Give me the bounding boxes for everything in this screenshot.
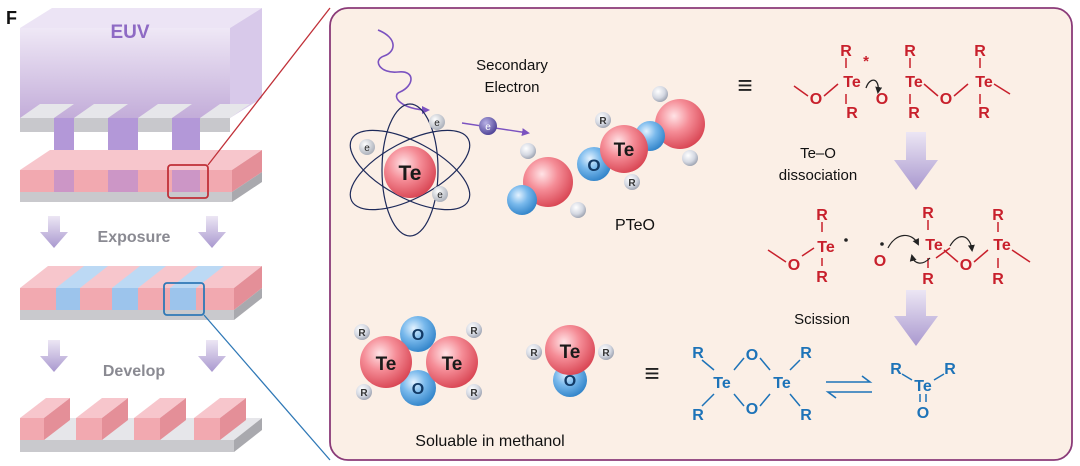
pteo-chain-structure: R * O Te R O R Te R O R Te R xyxy=(793,43,1011,122)
frag-te-3: Te xyxy=(993,237,1011,254)
chain-te-1: Te xyxy=(843,74,861,91)
euv-label: EUV xyxy=(110,22,149,43)
frag-r-3: R xyxy=(922,205,934,222)
electron-symbol-3: e xyxy=(437,190,443,201)
dimer-r-3: R xyxy=(470,326,478,337)
scission-label: Scission xyxy=(794,311,850,328)
frag-o-2: O xyxy=(874,253,886,270)
blue-monomer-te: Te xyxy=(914,378,932,395)
develop-label: Develop xyxy=(103,363,165,380)
chain-r-3: R xyxy=(904,43,916,60)
frag-r-5: R xyxy=(992,207,1004,224)
blue-dimer-r-2: R xyxy=(692,407,704,424)
secondary-electron-symbol: e xyxy=(485,122,491,133)
dimer-te-left: Te xyxy=(376,354,397,375)
blue-dimer-te-1: Te xyxy=(713,375,731,392)
dimer-o-top: O xyxy=(412,327,424,344)
pteo-r-bottom: R xyxy=(628,178,636,189)
frag-te-1: Te xyxy=(817,239,835,256)
chain-te-2: Te xyxy=(905,74,923,91)
blue-monomer-o: O xyxy=(917,405,929,422)
frag-o-3: O xyxy=(960,257,972,274)
dimer-r-4: R xyxy=(470,388,478,399)
electron-symbol-2: e xyxy=(364,143,370,154)
frag-r-2: R xyxy=(816,269,828,286)
blue-dimer-r-3: R xyxy=(800,345,812,362)
exposure-label: Exposure xyxy=(98,229,171,246)
equivalence-sign-1: ≡ xyxy=(737,70,752,100)
teo-monomer-model: O R R Te xyxy=(526,325,614,397)
atom-te-symbol: Te xyxy=(399,162,422,185)
secondary-electron-label-2: Electron xyxy=(484,79,539,96)
chain-te-3: Te xyxy=(975,74,993,91)
chain-r-5: R xyxy=(974,43,986,60)
dimer-te-right: Te xyxy=(442,354,463,375)
process-arrows-develop xyxy=(40,340,226,372)
blue-monomer-r-right: R xyxy=(944,361,956,378)
chain-r-1: R xyxy=(840,43,852,60)
monomer-te: Te xyxy=(560,342,581,363)
equivalence-sign-2: ≡ xyxy=(644,358,659,388)
chain-r-4: R xyxy=(908,105,920,122)
process-arrows-exposure xyxy=(40,216,226,248)
chain-o-2: O xyxy=(876,91,888,108)
euv-exposure-schematic: EUV xyxy=(20,8,262,202)
dimer-r-2: R xyxy=(360,388,368,399)
solubility-label: Soluable in methanol xyxy=(415,433,564,450)
frag-te-2: Te xyxy=(925,237,943,254)
radical-mark: * xyxy=(863,53,869,70)
exposed-resist-slab xyxy=(20,266,262,320)
zoom-box-exposed xyxy=(167,164,209,199)
monomer-o: O xyxy=(564,373,576,390)
radical-fragments: O R Te R O R Te R O R Te R xyxy=(767,205,1031,288)
secondary-electron xyxy=(479,117,497,135)
monomer-r-right: R xyxy=(602,348,610,359)
frag-r-1: R xyxy=(816,207,828,224)
dimer-o-bottom: O xyxy=(412,381,424,398)
electron-symbol-1: e xyxy=(434,118,440,129)
blue-dimer-o-2: O xyxy=(746,401,758,418)
pteo-oxygen-symbol: O xyxy=(587,156,600,175)
mechanism-panel xyxy=(329,7,1073,461)
zoom-line-red xyxy=(207,7,331,166)
panel-label: F xyxy=(6,8,17,28)
pteo-molecule-model: O R R Te xyxy=(507,86,705,218)
te2o2-dimer-model: O O R R R R Te Te xyxy=(354,316,482,406)
developed-resist-lines xyxy=(20,398,262,452)
blue-dimer-te-2: Te xyxy=(773,375,791,392)
dimer-r-1: R xyxy=(358,328,366,339)
chain-r-2: R xyxy=(846,105,858,122)
reaction-arrows xyxy=(894,132,938,346)
chain-o-1: O xyxy=(810,91,822,108)
tellurium-atom-diagram: Te e e e xyxy=(349,103,471,237)
pteo-r-top: R xyxy=(599,116,607,127)
frag-r-4: R xyxy=(922,271,934,288)
equilibrium-arrows xyxy=(825,375,873,399)
blue-dimer-r-1: R xyxy=(692,345,704,362)
teo-monomer-structure: R Te R O xyxy=(890,361,956,422)
zoom-box-unexposed xyxy=(163,282,205,316)
blue-dimer-o-1: O xyxy=(746,347,758,364)
pteo-te-symbol: Te xyxy=(614,140,635,161)
blue-monomer-r-left: R xyxy=(890,361,902,378)
te2o2-dimer-structure: R R Te O O Te R R xyxy=(692,345,812,424)
frag-o-1: O xyxy=(788,257,800,274)
chain-o-3: O xyxy=(940,91,952,108)
chain-r-6: R xyxy=(978,105,990,122)
dissociation-label: dissociation xyxy=(779,167,857,184)
secondary-electron-label-1: Secondary xyxy=(476,57,548,74)
blue-dimer-r-4: R xyxy=(800,407,812,424)
monomer-r-left: R xyxy=(530,348,538,359)
zoom-line-blue xyxy=(203,314,331,461)
pteo-label: PTeO xyxy=(615,217,655,234)
euv-photon-arrow xyxy=(377,29,430,114)
te-o-label: Te–O xyxy=(800,145,836,162)
frag-r-6: R xyxy=(992,271,1004,288)
